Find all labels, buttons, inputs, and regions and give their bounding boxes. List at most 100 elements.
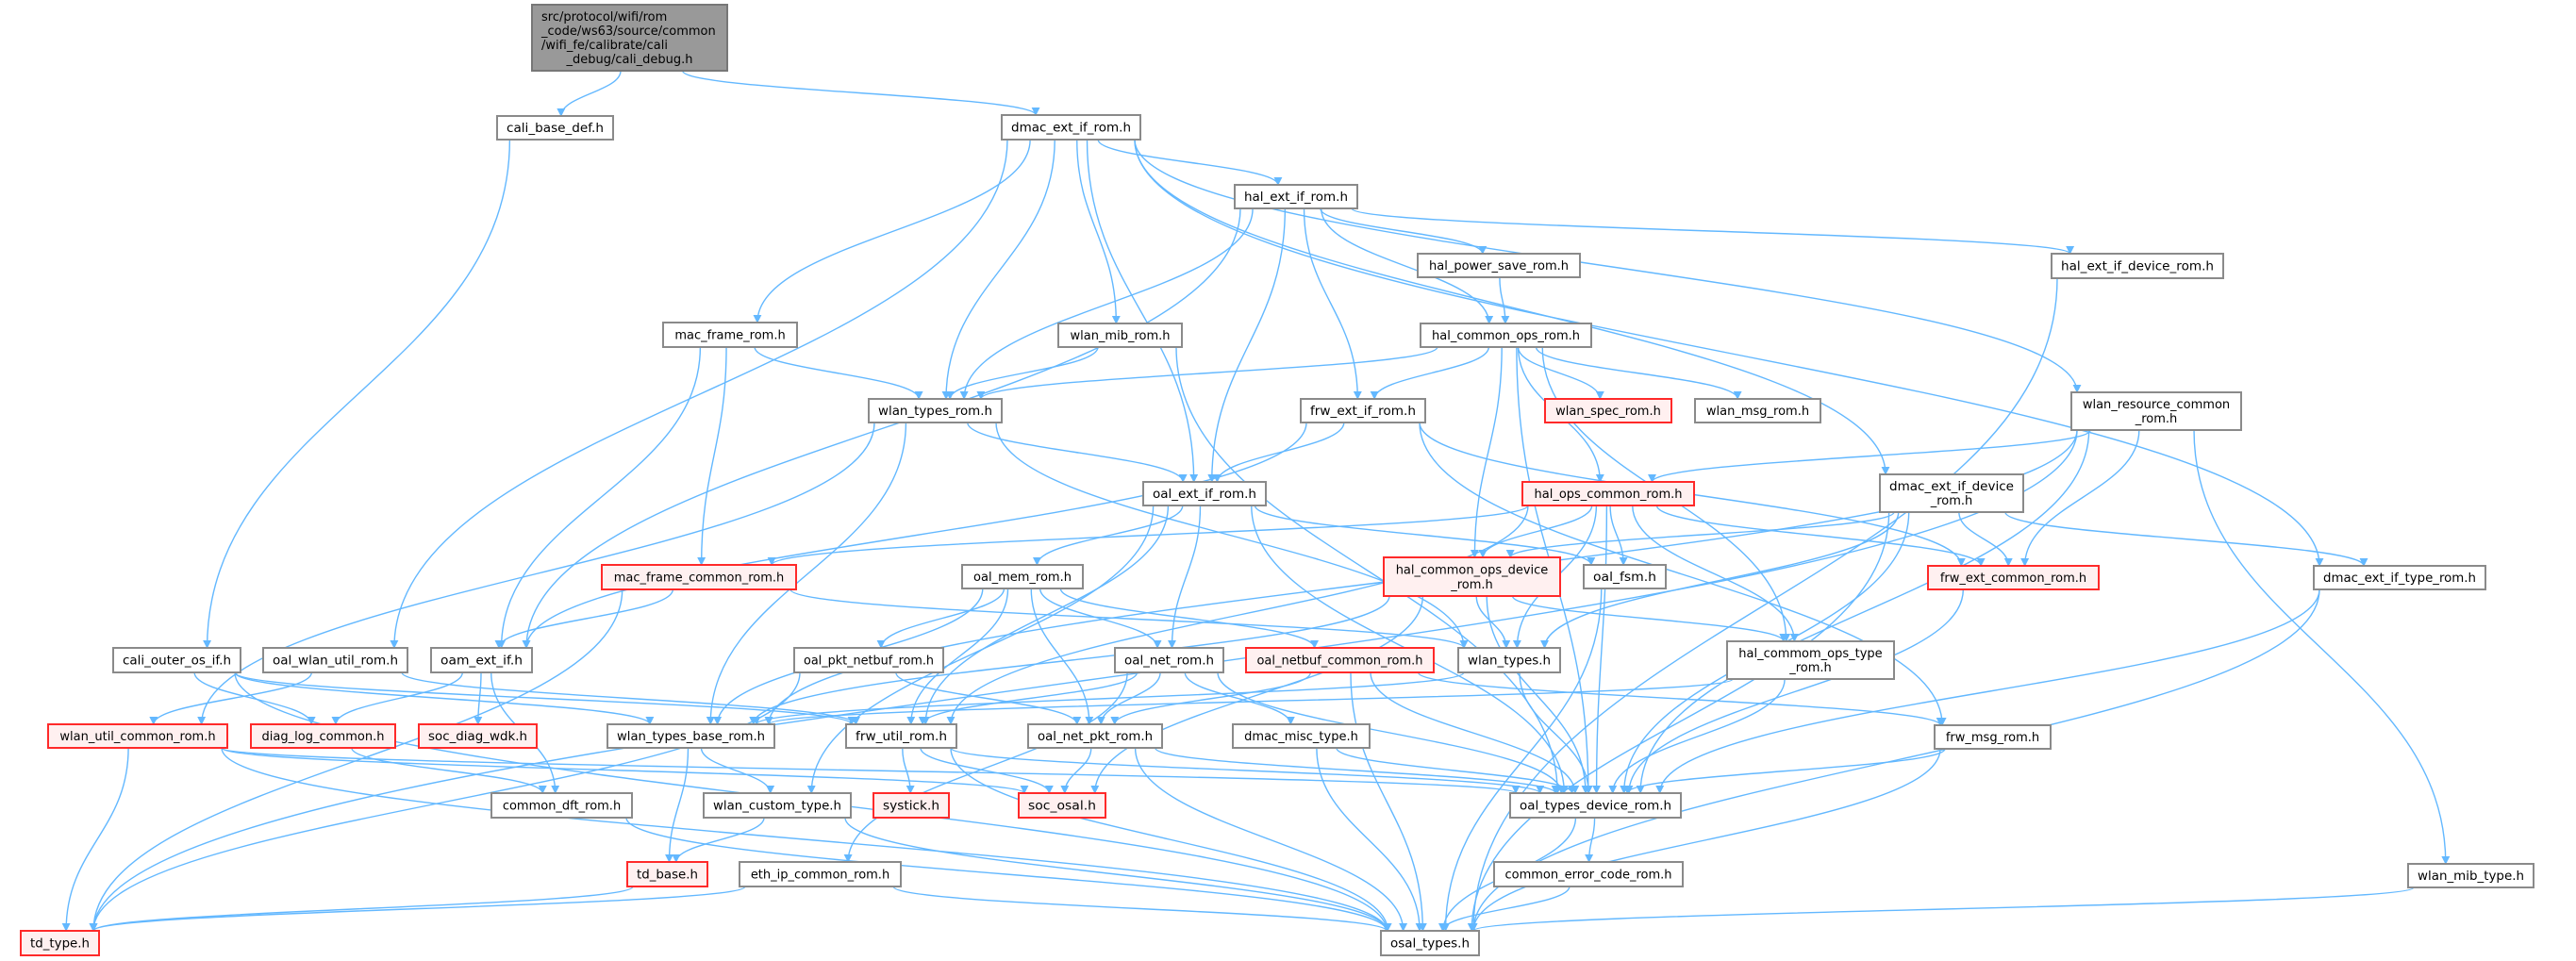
edge-oal_ext_if_rom-to-wlan_custom_type (806, 505, 1155, 794)
node-dmac-ext-if-device-rom[interactable]: dmac_ext_if_device_rom.h (1879, 473, 2024, 513)
node-label: hal_common_ops_rom.h (1432, 329, 1580, 343)
node-oal-fsm[interactable]: oal_fsm.h (1583, 564, 1667, 589)
node-dmac-ext-if-rom[interactable]: dmac_ext_if_rom.h (1001, 114, 1141, 141)
node-common-error-code-rom[interactable]: common_error_code_rom.h (1493, 861, 1684, 887)
node-oal-mem-rom[interactable]: oal_mem_rom.h (961, 564, 1084, 589)
node-hal-ext-if-device-rom[interactable]: hal_ext_if_device_rom.h (2051, 253, 2224, 279)
node-box (418, 723, 538, 749)
node-label: oal_netbuf_common_rom.h (1256, 654, 1422, 669)
node-wlan-resource-common-rom[interactable]: wlan_resource_common_rom.h (2070, 391, 2242, 431)
edge-dmac_ext_if_device_rom-to-dmac_ext_if_type_rom (2004, 511, 2368, 567)
node-cali-outer-os-if[interactable]: cali_outer_os_if.h (112, 647, 241, 673)
node-mac-frame-common-rom[interactable]: mac_frame_common_rom.h (601, 564, 797, 590)
node-mac-frame-rom[interactable]: mac_frame_rom.h (662, 322, 798, 348)
node-wlan-custom-type[interactable]: wlan_custom_type.h (703, 792, 852, 819)
node-label: hal_power_save_rom.h (1429, 259, 1569, 273)
node-oal-types-device-rom[interactable]: oal_types_device_rom.h (1509, 792, 1682, 819)
node-box (1420, 323, 1592, 348)
node-soc-osal[interactable]: soc_osal.h (1018, 792, 1106, 819)
edge-cali_outer_os_if-to-diag_log_common (193, 671, 316, 725)
node-label: wlan_types_base_rom.h (617, 730, 765, 744)
node-box (845, 723, 957, 749)
node-oal-ext-if-rom[interactable]: oal_ext_if_rom.h (1142, 481, 1267, 506)
node-osal-types[interactable]: osal_types.h (1380, 930, 1480, 956)
node-root[interactable]: src/protocol/wifi/rom_code/ws63/source/c… (531, 4, 728, 72)
node-oal-pkt-netbuf-rom[interactable]: oal_pkt_netbuf_rom.h (793, 647, 944, 673)
node-wlan-msg-rom[interactable]: wlan_msg_rom.h (1694, 398, 1821, 423)
node-frw-msg-rom[interactable]: frw_msg_rom.h (1934, 724, 2052, 750)
edge-wlan_types_base_rom-to-td_base (665, 747, 690, 863)
edge-wlan_mib_rom-to-oal_types_device_rom (1175, 346, 1562, 794)
node-oal-wlan-util-rom[interactable]: oal_wlan_util_rom.h (262, 647, 408, 673)
node-wlan-types-rom[interactable]: wlan_types_rom.h (868, 398, 1003, 423)
node-box (496, 115, 614, 141)
node-frw-ext-common-rom[interactable]: frw_ext_common_rom.h (1927, 565, 2100, 590)
edge-oam_ext_if-to-diag_log_common (331, 671, 464, 725)
edge-wlan_util_common_rom-to-td_type (61, 747, 129, 932)
node-box (1509, 792, 1682, 819)
node-td-type[interactable]: td_type.h (20, 930, 100, 956)
edge-oal_net_rom-to-dmac_misc_type (1184, 671, 1295, 725)
edge-common_dft_rom-to-osal_types (625, 817, 1391, 932)
node-hal-common-ops-rom[interactable]: hal_common_ops_rom.h (1420, 323, 1592, 348)
node-box (1726, 640, 1895, 680)
node-hal-common-ops-device-rom[interactable]: hal_common_ops_device_rom.h (1383, 556, 1561, 597)
edge-hal_common_ops_device_rom-to-wlan_types_base_rom (749, 595, 1390, 725)
node-wlan-util-common-rom[interactable]: wlan_util_common_rom.h (47, 723, 228, 749)
node-hal-ops-common-rom[interactable]: hal_ops_common_rom.h (1521, 481, 1695, 506)
node-hal-power-save-rom[interactable]: hal_power_save_rom.h (1417, 253, 1581, 278)
node-label: oal_fsm.h (1593, 571, 1656, 585)
edge-oal_wlan_util_rom-to-wlan_util_common_rom (149, 671, 313, 725)
node-box (1114, 647, 1224, 673)
edge-oal_netbuf_common_rom-to-oal_types_device_rom (1370, 671, 1580, 794)
edge-oal_mem_rom-to-oal_net_pkt_rom (1030, 588, 1094, 725)
node-box (1142, 481, 1267, 506)
node-box (2407, 863, 2534, 888)
node-label: cali_base_def.h (507, 122, 604, 136)
node-frw-ext-if-rom[interactable]: frw_ext_if_rom.h (1300, 398, 1426, 423)
node-wlan-types[interactable]: wlan_types.h (1457, 647, 1561, 673)
node-wlan-mib-type[interactable]: wlan_mib_type.h (2407, 863, 2534, 888)
node-frw-util-rom[interactable]: frw_util_rom.h (845, 723, 957, 749)
edge-mac_frame_rom-to-mac_frame_common_rom (697, 346, 727, 566)
node-hal-commom-ops-type-rom[interactable]: hal_commom_ops_type_rom.h (1726, 640, 1895, 680)
node-cali-base-def[interactable]: cali_base_def.h (496, 115, 614, 141)
edge-oal_netbuf_common_rom-to-oal_net_pkt_rom (1110, 671, 1312, 725)
edge-cali_outer_os_if-to-frw_util_rom (234, 671, 856, 725)
edge-wlan_mib_type-to-osal_types (1469, 886, 2415, 932)
node-eth-ip-common-rom[interactable]: eth_ip_common_rom.h (739, 861, 902, 887)
node-label: _rom.h (1450, 578, 1493, 592)
node-oal-net-pkt-rom[interactable]: oal_net_pkt_rom.h (1027, 723, 1163, 749)
node-td-base[interactable]: td_base.h (626, 861, 708, 887)
node-hal-ext-if-rom[interactable]: hal_ext_if_rom.h (1234, 184, 1358, 209)
edge-hal_ext_if_device_rom-to-osal_types (1469, 277, 2058, 932)
node-label: oal_pkt_netbuf_rom.h (804, 654, 934, 669)
node-oal-net-rom[interactable]: oal_net_rom.h (1114, 647, 1224, 673)
node-label: oal_net_rom.h (1124, 654, 1214, 669)
edge-hal_common_ops_device_rom-to-hal_commom_ops_type_rom (1511, 595, 1788, 642)
edge-hal_common_ops_rom-to-wlan_types_rom (976, 346, 1438, 400)
node-label: osal_types.h (1390, 937, 1470, 952)
edge-hal_ops_common_rom-to-hal_common_ops_device_rom (1478, 505, 1593, 558)
node-wlan-mib-rom[interactable]: wlan_mib_rom.h (1057, 323, 1183, 348)
edge-hal_common_ops_rom-to-hal_common_ops_device_rom (1470, 346, 1503, 558)
node-dmac-ext-if-type-rom[interactable]: dmac_ext_if_type_rom.h (2313, 565, 2486, 590)
edge-mac_frame_rom-to-oam_ext_if (497, 346, 702, 649)
node-oal-netbuf-common-rom[interactable]: oal_netbuf_common_rom.h (1245, 647, 1435, 673)
node-systick[interactable]: systick.h (873, 792, 950, 819)
node-box (739, 861, 902, 887)
node-dmac-misc-type[interactable]: dmac_misc_type.h (1232, 723, 1371, 749)
edge-dmac_misc_type-to-osal_types (1316, 747, 1424, 932)
node-wlan-spec-rom[interactable]: wlan_spec_rom.h (1544, 398, 1672, 423)
node-common-dft-rom[interactable]: common_dft_rom.h (490, 792, 633, 819)
node-label: src/protocol/wifi/rom (541, 10, 667, 25)
node-wlan-types-base-rom[interactable]: wlan_types_base_rom.h (607, 723, 775, 749)
node-soc-diag-wdk[interactable]: soc_diag_wdk.h (418, 723, 538, 749)
node-label: common_dft_rom.h (503, 800, 621, 814)
edge-wlan_types_base_rom-to-wlan_custom_type (700, 747, 775, 794)
edge-hal_commom_ops_type_rom-to-oal_types_device_rom (1608, 678, 1786, 794)
node-oam-ext-if[interactable]: oam_ext_if.h (430, 647, 533, 673)
node-diag-log-common[interactable]: diag_log_common.h (250, 723, 396, 749)
node-label: wlan_resource_common (2083, 398, 2230, 412)
edge-oam_ext_if-to-soc_diag_wdk (474, 671, 483, 725)
